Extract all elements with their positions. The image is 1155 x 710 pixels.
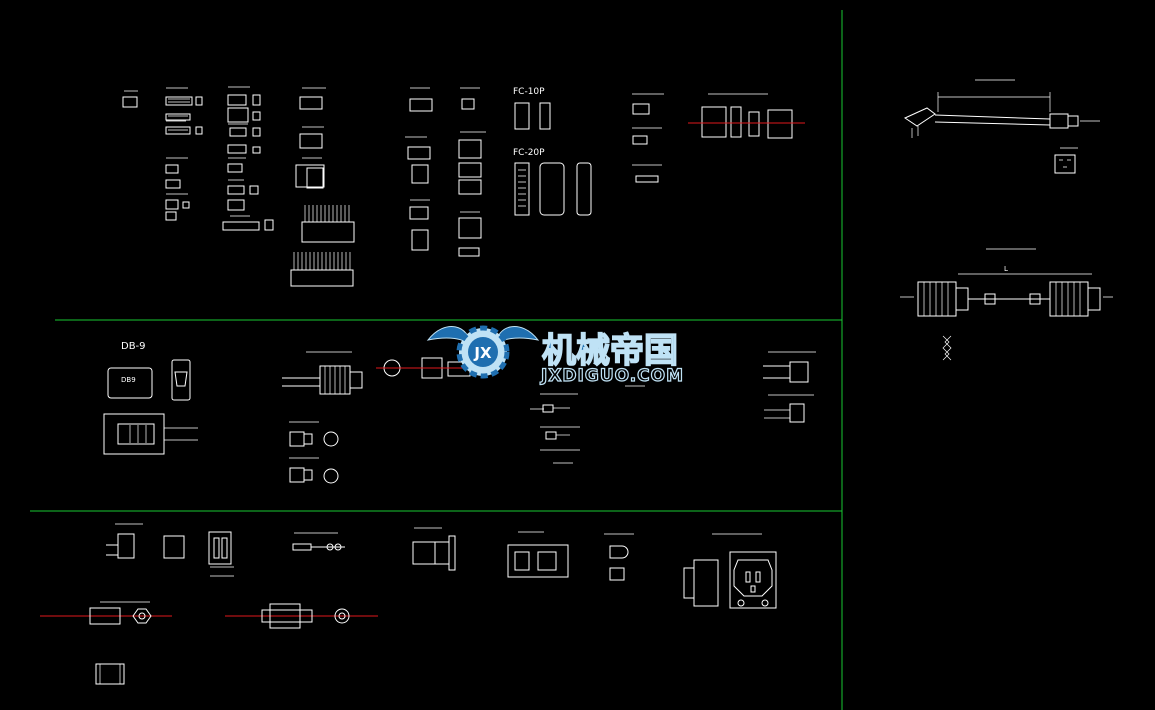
watermark-url: JXDIGUO.COM [540,366,684,386]
power-cord-drawing [903,79,1100,174]
watermark-title: 机械帝国 [542,331,678,371]
db9-body-label: DB9 [121,376,136,384]
audio-connectors [282,351,500,484]
fc20p-label: FC-20P [513,148,545,158]
switch-components [40,523,234,685]
watermark-badge: JX [473,344,492,362]
socket-combo [507,531,634,581]
gear-wings-logo-icon: JX [426,325,540,379]
terminal-pins [530,385,645,464]
db9-title: DB-9 [121,341,146,352]
connector-group-mid [407,98,482,257]
iec-power-socket [683,533,777,609]
illegible-labels [124,86,768,217]
dimension-L-label: L [1004,265,1008,273]
connector-group-right [632,103,805,183]
pin-combs [168,98,351,270]
fc10p-label: FC-10P [513,87,545,97]
pin-cable-bottom [225,532,378,629]
cable-assembly-drawing: L [900,248,1113,361]
relay-block [412,527,456,571]
fc-connectors: FC-10P FC-20P [513,87,592,216]
db9-connector: DB-9 DB9 [103,341,198,455]
frame-lines [30,10,843,710]
watermark: JX 机械帝国 JXDIGUO.COM [426,325,684,387]
connector-group-small [122,94,355,287]
rj-connectors [763,351,816,423]
